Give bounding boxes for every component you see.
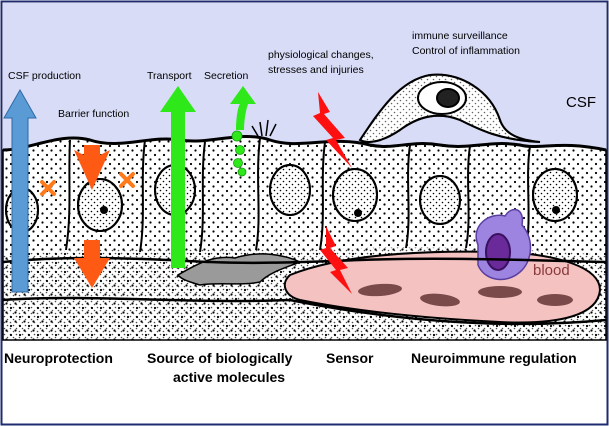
- cilia-tufts: [251, 119, 277, 137]
- transport-arrow: [160, 86, 196, 268]
- barrier-arrow-top: [74, 145, 110, 190]
- x-mark-icon: [119, 172, 135, 188]
- source-molecules-heading-line2: active molecules: [173, 369, 286, 385]
- apical-border: [2, 135, 607, 152]
- secretion-arrow: [230, 86, 256, 130]
- x-mark-icon: [40, 180, 56, 196]
- lightning-bolt-icon: [320, 226, 352, 294]
- csf-label: CSF: [566, 94, 596, 111]
- red-blood-cells: [358, 283, 573, 307]
- csf-production-arrow: [3, 88, 37, 293]
- sensor-heading: Sensor: [326, 350, 374, 366]
- neuroimmune-heading: Neuroimmune regulation: [411, 350, 577, 366]
- source-molecules-heading-line1: Source of biologically: [147, 350, 293, 366]
- inflammation-control-label: Control of inflammation: [412, 45, 520, 57]
- cell-boundaries: [65, 137, 531, 253]
- physiological-label-line2: stresses and injuries: [268, 64, 364, 76]
- epiplexus-cell: [358, 73, 541, 143]
- lightning-bolt-icon: [313, 92, 352, 168]
- neuroprotection-heading: Neuroprotection: [4, 350, 113, 366]
- macrophage-cell: [475, 208, 532, 281]
- barrier-arrow-bottom: [74, 240, 110, 288]
- secretion-vesicles: [231, 130, 247, 177]
- physiological-label-line1: physiological changes,: [268, 49, 374, 61]
- immune-surveillance-label: immune surveillance: [412, 30, 508, 42]
- basal-lamina: [2, 256, 607, 326]
- barrier-function-label: Barrier function: [58, 108, 130, 120]
- transport-label: Transport: [147, 70, 192, 82]
- blood-label: blood: [533, 262, 570, 279]
- csf-production-label: CSF production: [8, 70, 81, 82]
- secretion-label: Secretion: [204, 70, 249, 82]
